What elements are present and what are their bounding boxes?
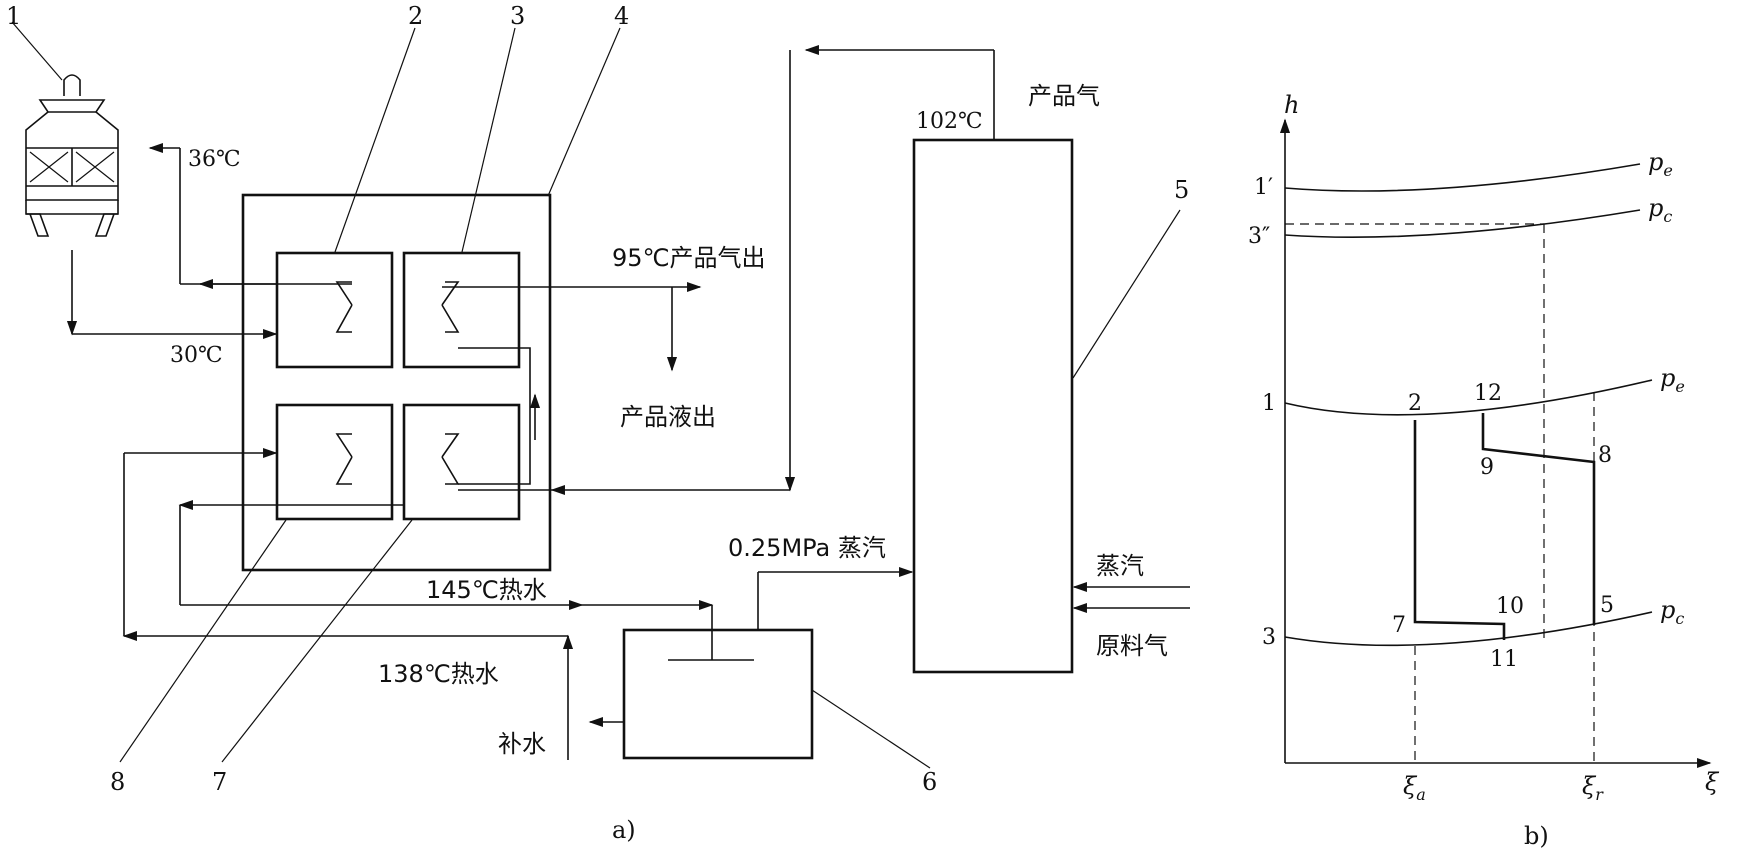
exchanger-7 [402, 403, 521, 521]
panel-a: 1 2 3 4 5 6 7 8 36℃ 30℃ 95℃产品气出 产品液出 102… [6, 2, 1190, 844]
steam: 蒸汽 [1096, 552, 1144, 580]
exchanger-2 [275, 251, 394, 369]
point-5: 5 [1600, 593, 1614, 618]
label-2: 2 [408, 2, 423, 30]
temp-102: 102℃ [916, 109, 983, 134]
panel-b: h ξ pe pc pe pc 1′ 3″ 1 2 12 9 8 3 7 10 … [1248, 91, 1720, 850]
label-4: 4 [614, 2, 629, 30]
flash-tank [622, 628, 814, 760]
product-gas-out: 95℃产品气出 [612, 244, 766, 272]
curve-pc [1284, 611, 1653, 647]
heat-pump-unit [241, 193, 552, 572]
point-1prime: 1′ [1254, 175, 1273, 200]
point-12: 12 [1474, 381, 1502, 406]
label-8: 8 [110, 768, 125, 796]
label-xi-r: ξr [1582, 772, 1604, 804]
temp-30: 30℃ [170, 343, 223, 368]
label-5: 5 [1174, 176, 1189, 204]
axis-xi: ξ [1705, 768, 1720, 796]
product-gas: 产品气 [1028, 82, 1100, 110]
label-1: 1 [6, 2, 21, 30]
caption-a: a) [612, 816, 636, 844]
cycle-2-7-10-11 [1413, 420, 1506, 640]
label-pc-top: pc [1648, 194, 1672, 226]
steam-025: 0.25MPa 蒸汽 [728, 534, 886, 562]
product-liquid-out: 产品液出 [620, 403, 716, 431]
point-11: 11 [1490, 647, 1518, 672]
label-3: 3 [510, 2, 525, 30]
caption-b: b) [1524, 822, 1549, 850]
cooling-tower [25, 74, 119, 237]
point-2: 2 [1408, 391, 1422, 416]
curve-pc-top [1284, 209, 1641, 239]
point-7: 7 [1392, 613, 1406, 638]
label-xi-a: ξa [1403, 772, 1426, 804]
label-7: 7 [212, 768, 227, 796]
exchanger-8 [275, 403, 394, 521]
temp-36: 36℃ [188, 147, 241, 172]
hot-water-145: 145℃热水 [426, 576, 547, 604]
label-6: 6 [922, 768, 937, 796]
curve-pe [1284, 379, 1653, 416]
point-10: 10 [1496, 594, 1524, 619]
point-3: 3 [1262, 625, 1276, 650]
label-pc: pc [1660, 596, 1684, 628]
label-pe-top: pe [1648, 148, 1673, 180]
point-1: 1 [1262, 391, 1276, 416]
point-8: 8 [1598, 443, 1612, 468]
curve-pe-top [1284, 163, 1641, 192]
feed-gas: 原料气 [1096, 632, 1168, 660]
point-3dprime: 3″ [1248, 224, 1270, 249]
axis-h: h [1284, 91, 1299, 119]
cycle-12-9-8-5 [1481, 413, 1596, 625]
hot-water-138: 138℃热水 [378, 660, 499, 688]
point-9: 9 [1480, 455, 1494, 480]
label-pe: pe [1660, 364, 1685, 396]
exchanger-3 [402, 251, 521, 369]
distillation-column [912, 138, 1074, 674]
makeup-water: 补水 [498, 730, 546, 758]
